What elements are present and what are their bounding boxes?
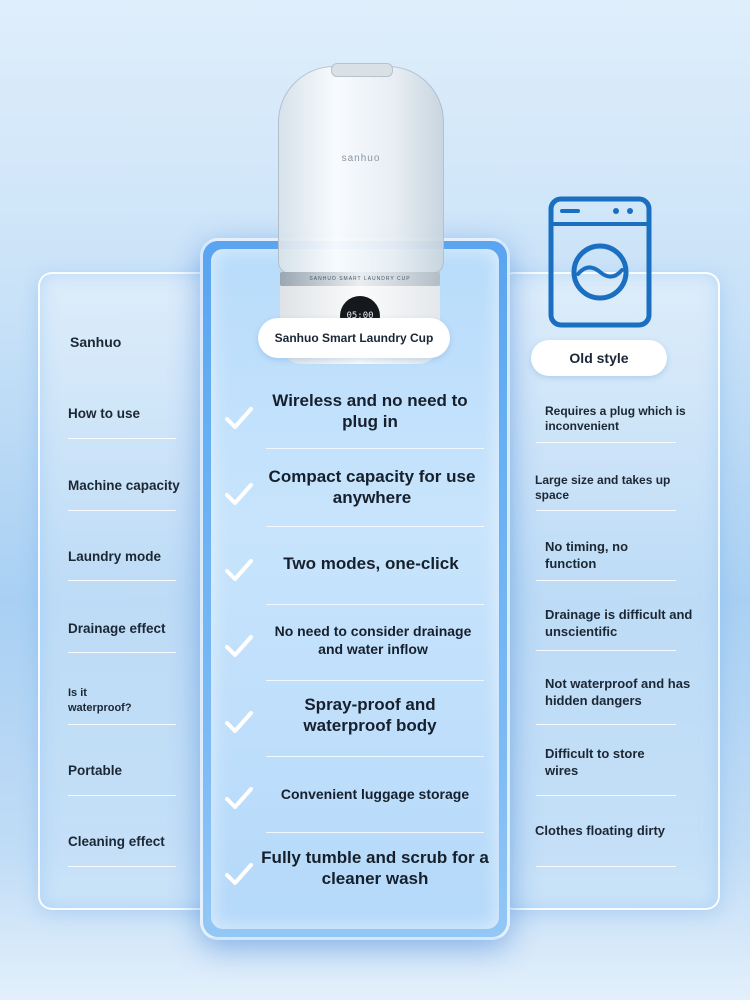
- center-divider: [266, 604, 484, 605]
- center-row-drainage: No need to consider drainage and water i…: [274, 623, 472, 657]
- right-divider: [536, 510, 676, 511]
- right-row-plug: Requires a plug which is inconvenient: [545, 404, 686, 433]
- laundry-cup-band: SANHUO SMART LAUNDRY CUP: [280, 272, 440, 286]
- right-row-no-timing: No timing, no function: [545, 539, 629, 571]
- center-title-pill: Sanhuo Smart Laundry Cup: [258, 318, 450, 358]
- right-row-not-waterproof: Not waterproof and has hidden dangers: [545, 676, 691, 708]
- check-icon: [225, 787, 253, 809]
- laundry-cup-lid: [331, 63, 393, 77]
- laundry-cup-image: sanhuo SANHUO SMART LAUNDRY CUP 05:00: [278, 60, 444, 364]
- right-row-large-size: Large size and takes up space: [535, 473, 671, 502]
- check-icon: [225, 635, 253, 657]
- left-panel: [38, 272, 224, 910]
- center-divider: [266, 832, 484, 833]
- check-icon: [225, 483, 253, 505]
- center-divider: [266, 756, 484, 757]
- left-divider: [68, 652, 176, 653]
- right-divider: [536, 442, 676, 443]
- left-divider: [68, 580, 176, 581]
- laundry-cup-jar: sanhuo: [278, 63, 444, 274]
- left-divider: [68, 510, 176, 511]
- left-row-machine-capacity: Machine capacity: [68, 478, 180, 493]
- right-row-drainage: Drainage is difficult and unscientific: [545, 607, 693, 639]
- product-brand-text: sanhuo: [341, 153, 381, 164]
- right-divider: [536, 724, 676, 725]
- right-divider: [536, 795, 676, 796]
- check-icon: [225, 407, 253, 429]
- left-row-cleaning-effect: Cleaning effect: [68, 834, 165, 849]
- center-row-wireless: Wireless and no need to plug in: [272, 391, 468, 431]
- left-row-waterproof: Is it waterproof?: [68, 687, 132, 714]
- right-divider: [536, 650, 676, 651]
- left-divider: [68, 866, 176, 867]
- band-text: SANHUO SMART LAUNDRY CUP: [309, 276, 411, 282]
- center-row-luggage: Convenient luggage storage: [280, 786, 470, 802]
- right-divider: [536, 866, 676, 867]
- center-divider: [266, 680, 484, 681]
- center-divider: [266, 526, 484, 527]
- center-row-tumble: Fully tumble and scrub for a cleaner was…: [261, 848, 489, 888]
- center-row-waterproof: Spray-proof and waterproof body: [303, 695, 437, 735]
- washing-machine-icon: [548, 196, 652, 328]
- left-row-portable: Portable: [68, 763, 123, 778]
- center-row-two-modes: Two modes, one-click: [283, 554, 459, 573]
- check-icon: [225, 863, 253, 885]
- check-icon: [225, 559, 253, 581]
- left-divider: [68, 438, 176, 439]
- right-row-floating-dirty: Clothes floating dirty: [535, 823, 665, 838]
- old-style-pill: Old style: [531, 340, 667, 376]
- right-divider: [536, 580, 676, 581]
- right-panel: [500, 272, 720, 910]
- check-icon: [225, 711, 253, 733]
- left-divider: [68, 724, 176, 725]
- left-row-laundry-mode: Laundry mode: [68, 549, 162, 564]
- left-row-drainage-effect: Drainage effect: [68, 621, 166, 636]
- center-divider: [266, 448, 484, 449]
- left-divider: [68, 795, 176, 796]
- center-row-compact: Compact capacity for use anywhere: [268, 467, 476, 507]
- left-header: Sanhuo: [70, 334, 122, 350]
- left-row-how-to-use: How to use: [68, 406, 141, 421]
- right-row-store-wires: Difficult to store wires: [545, 746, 645, 778]
